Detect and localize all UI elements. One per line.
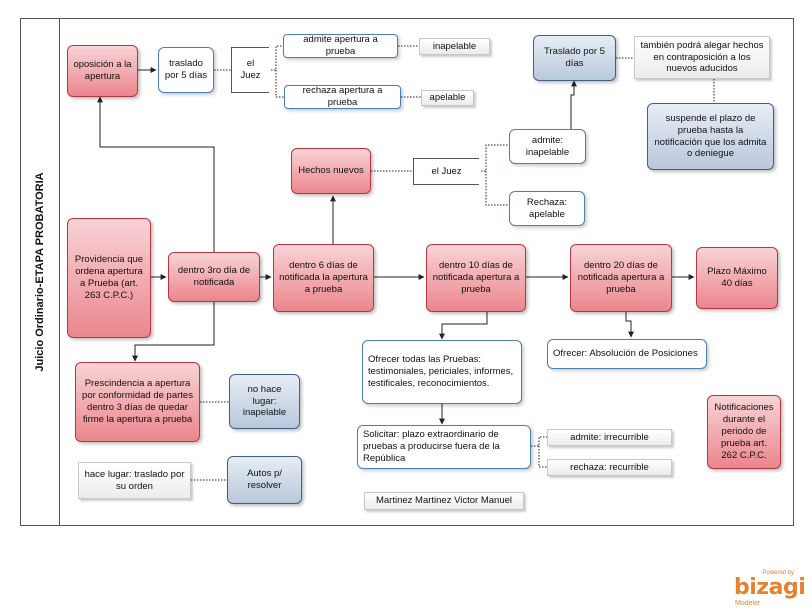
node-rechaza-apelable: Rechaza: apelable [509,191,585,226]
node-autos-resolver: Autos p/ resolver [227,456,302,504]
node-inapelable-1: inapelable [419,38,490,55]
node-suspende-plazo: suspende el plazo de prueba hasta la not… [647,103,774,170]
node-plazo-maximo: Plazo Máximo 40 días [696,247,778,309]
diagram-frame: Juicio Ordinario-ETAPA PROBATORIA [20,18,794,526]
node-no-hace-lugar: no hace lugar: inapelable [229,374,300,429]
node-dentro-20-dias: dentro 20 días de notificada apertura a … [570,244,672,312]
node-admite-irrecurrible: admite: irrecurrible [547,429,672,446]
node-juez-1: el Juez [231,47,269,93]
powered-by-text: Powered by [762,570,794,576]
node-dentro-6-dias: dentro 6 días de notificada la apertura … [273,244,374,312]
node-alegar-hechos: también podrá alegar hechos en contrapos… [634,36,770,79]
node-rechaza-apertura: rechaza apertura a prueba [284,85,401,109]
node-traslado-5-dias: traslado por 5 días [158,47,214,93]
flow-admite-traslado [570,80,577,129]
node-hechos-nuevos: Hechos nuevos [291,148,371,194]
node-admite-inapelable: admite: inapelable [509,129,586,164]
node-admite-apertura: admite apertura a prueba [283,34,398,58]
node-prescindencia: Prescindencia a apertura por conformidad… [75,362,200,442]
node-juez-2: el Juez [413,158,479,185]
node-providencia: Providencia que ordena apertura a Prueba… [67,218,151,338]
node-rechaza-recurrible: rechaza: recurrible [547,459,672,476]
node-dentro-3ro-dia: dentro 3ro día de notificada [168,252,260,302]
author-label: Martinez Martinez Victor Manuel [364,492,524,510]
flow-dentro10-ofrecer [439,312,488,340]
node-notificaciones: Notificaciones durante el periodo de pru… [707,395,781,469]
flow-dentro3-oposicion [97,96,215,252]
node-traslado-5-dias-b: Traslado por 5 días [533,35,616,81]
node-hace-lugar: hace lugar: traslado por su orden [78,462,191,499]
bizagi-logo: bizagi [734,575,806,600]
node-apelable-1: apelable [421,90,474,106]
node-absolucion: Ofrecer: Absolución de Posiciones [547,339,707,369]
node-dentro-10-dias: dentro 10 días de notificada apertura a … [426,244,526,312]
modeler-text: Modeler [735,600,761,607]
node-oposicion: oposición a la apertura [67,45,138,97]
flow-dentro20-absolucion [625,312,634,338]
node-solicitar-plazo: Solicitar: plazo extraordinario de prueb… [357,425,531,469]
bizagi-branding: Powered by bizagi Modeler [734,570,806,608]
swimlane-header: Juicio Ordinario-ETAPA PROBATORIA [21,19,60,525]
flow-dentro3-prescindencia [132,302,215,362]
connector-layer [97,45,715,481]
node-ofrecer-pruebas: Ofrecer todas las Pruebas: testimoniales… [362,340,522,404]
